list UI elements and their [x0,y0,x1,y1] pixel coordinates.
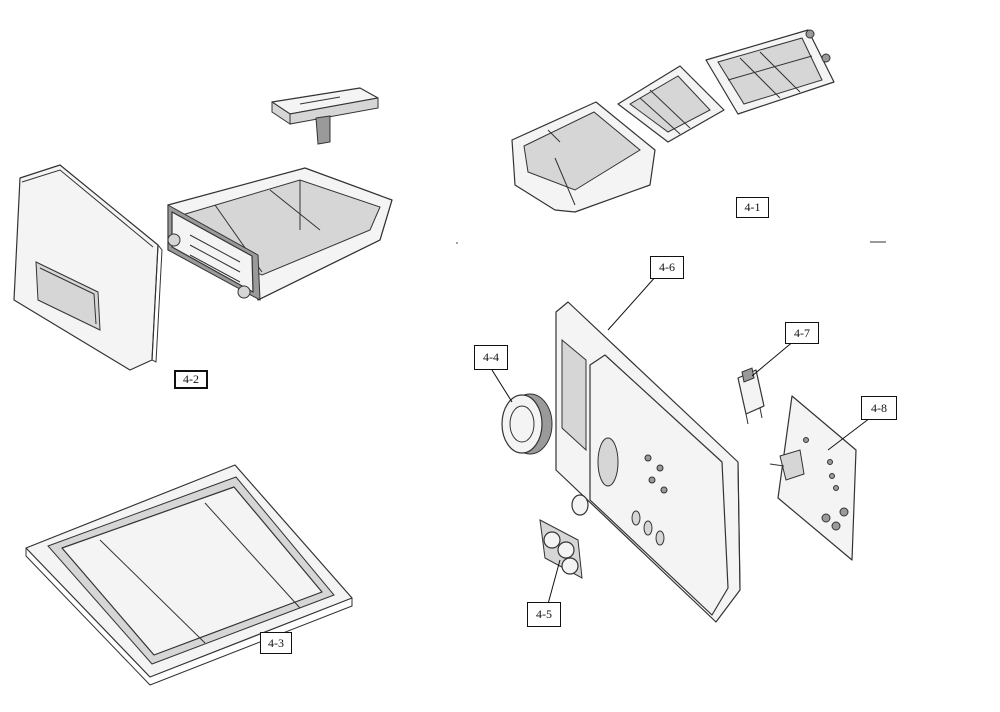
leader-lines [491,274,871,605]
stray-dot [456,242,458,244]
part-4-3-cover-frame [25,464,353,686]
part-4-4-knob [501,393,553,455]
part-4-5-button-set [539,494,589,579]
part-4-2-drawer-body [167,167,393,301]
label-4-5: 4-5 [527,602,561,627]
part-4-2-siphon-cap [271,87,379,145]
part-4-1-detergent-box [511,29,835,213]
label-4-3: 4-3 [260,632,292,654]
label-4-1: 4-1 [736,197,769,218]
label-4-6: 4-6 [650,256,684,279]
part-4-2-drawer-front [13,164,163,371]
label-4-4: 4-4 [474,345,508,370]
part-4-6-control-panel [555,301,741,623]
label-4-7: 4-7 [785,322,819,344]
part-4-7-switch-bracket [737,367,765,425]
label-4-8: 4-8 [861,396,897,420]
label-4-2: 4-2 [174,370,208,389]
part-4-8-pcb-board [769,395,857,561]
